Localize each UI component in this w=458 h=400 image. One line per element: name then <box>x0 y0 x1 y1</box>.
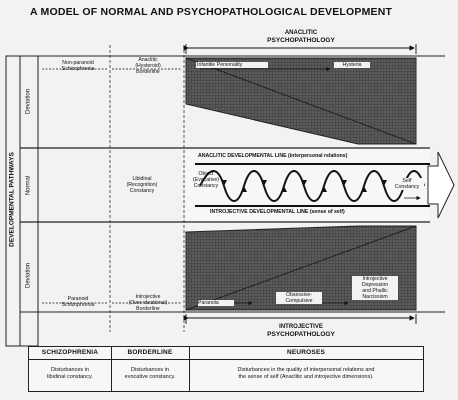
anaclitic-borderline-label: Anaclitic(Hysteroid)Borderline <box>135 57 161 75</box>
wave-arrowheads <box>221 180 387 192</box>
introjective-borderline-label: Introjective(Over-ideational)Borderline <box>128 294 168 312</box>
deviation-top-label: Deviation <box>25 89 32 115</box>
table-header-borderline: BORDERLINE <box>127 349 173 356</box>
introjective-line-label: INTROJECTIVE DEVELOPMENTAL LINE (sense o… <box>210 209 345 215</box>
libidinal-constancy-label: Libidinal(Recognition)Constancy <box>126 176 158 194</box>
normal-label: Normal <box>25 175 32 196</box>
table-header-divider <box>29 359 423 360</box>
normal-channel <box>186 150 430 220</box>
table-cell-neuroses: Disturbances in the quality of interpers… <box>237 367 375 380</box>
obsessive-compulsive-label: Obsessive-Compulsive <box>276 292 322 304</box>
funnel-edge-bottom <box>185 225 417 311</box>
hysteria-label: Hysteria <box>334 62 370 68</box>
introjective-psychopathology-label: INTROJECTIVE PSYCHOPATHOLOGY <box>267 324 335 338</box>
table-col-divider-1 <box>111 347 112 391</box>
funnel-edge-top <box>185 57 417 145</box>
paranoia-label: Paranoia <box>198 300 234 306</box>
deviation-bottom-label: Deviation <box>25 263 32 289</box>
object-constancy-label: Object(Evocative)Constancy <box>193 171 219 189</box>
table-header-schizophrenia: SCHIZOPHRENIA <box>41 349 99 356</box>
disturbances-table: SCHIZOPHRENIA BORDERLINE NEUROSES Distur… <box>28 346 424 392</box>
pathways-label: DEVELOPMENTAL PATHWAYS <box>8 152 16 247</box>
diagram-title: A MODEL OF NORMAL AND PSYCHOPATHOLOGICAL… <box>30 6 393 18</box>
table-header-neuroses: NEUROSES <box>286 349 326 356</box>
big-right-arrow <box>427 151 455 219</box>
anaclitic-psychopathology-label: ANACLITIC PSYCHOPATHOLOGY <box>267 30 335 44</box>
table-col-divider-2 <box>189 347 190 391</box>
anaclitic-line-label: ANACLITIC DEVELOPMENTAL LINE (interperso… <box>198 153 348 159</box>
infantile-personality-label: Infantile Personality <box>196 62 268 68</box>
